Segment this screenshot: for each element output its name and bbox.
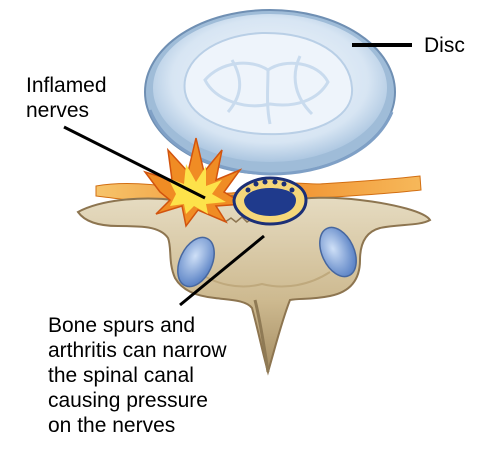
disc-label: Disc [424, 33, 465, 58]
bone-spurs-label: Bone spurs and arthritis can narrow the … [48, 313, 227, 438]
inflamed-nerves-label-line: nerves [26, 98, 107, 123]
inflamed-nerves-label-line: Inflamed [26, 73, 107, 98]
bone-spurs-label-line: the spinal canal [48, 363, 227, 388]
spinal-canal [234, 178, 306, 224]
disc [145, 10, 395, 174]
bone-spurs-label-line: Bone spurs and [48, 313, 227, 338]
bone-spurs-label-line: on the nerves [48, 413, 227, 438]
bone-spurs-label-line: causing pressure [48, 388, 227, 413]
inflamed-nerves-label: Inflamed nerves [26, 73, 107, 123]
bone-spurs-label-line: arthritis can narrow [48, 338, 227, 363]
